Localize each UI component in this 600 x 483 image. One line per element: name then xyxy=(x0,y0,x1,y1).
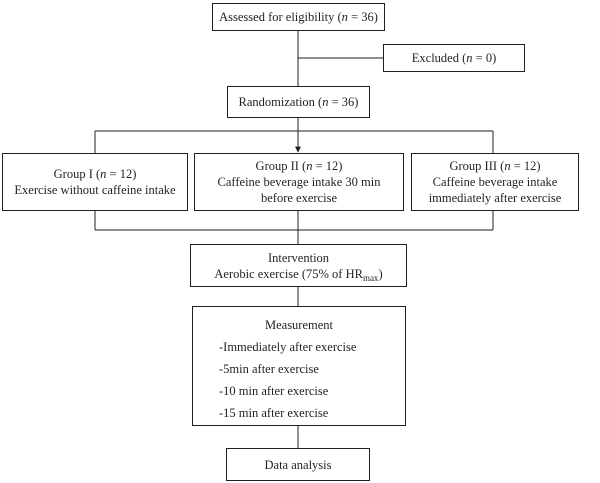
group-1-box: Group I (n = 12) Exercise without caffei… xyxy=(2,153,188,211)
intervention-description: Aerobic exercise (75% of HRmax) xyxy=(214,266,383,283)
data-analysis-box: Data analysis xyxy=(226,448,370,481)
group-3-description-line-2: immediately after exercise xyxy=(428,191,562,205)
group-3-title: Group III (n = 12) xyxy=(449,159,541,173)
group-2-description-line-2: before exercise xyxy=(261,191,337,205)
group-2-description-line-1: Caffeine beverage intake 30 min xyxy=(217,175,381,189)
intervention-title: Intervention xyxy=(267,250,330,265)
randomization-box: Randomization (n = 36) xyxy=(227,86,370,118)
data-analysis-label: Data analysis xyxy=(264,457,332,472)
measurement-box: Measurement -Immediately after exercise … xyxy=(192,306,406,426)
group-2-title: Group II (n = 12) xyxy=(255,159,343,173)
group-1-title: Group I (n = 12) xyxy=(53,167,137,181)
group-3-description-line-1: Caffeine beverage intake xyxy=(432,175,558,189)
measurement-item-10min: -10 min after exercise xyxy=(219,384,329,398)
assessed-for-eligibility-box: Assessed for eligibility (n = 36) xyxy=(212,3,385,31)
measurement-title: Measurement xyxy=(264,318,334,332)
assessed-label: Assessed for eligibility (n = 36) xyxy=(219,10,378,24)
measurement-item-15min: -15 min after exercise xyxy=(219,406,329,420)
measurement-item-5min: -5min after exercise xyxy=(219,362,319,376)
excluded-box: Excluded (n = 0) xyxy=(383,44,525,72)
excluded-label: Excluded (n = 0) xyxy=(411,51,497,65)
intervention-box: Intervention Aerobic exercise (75% of HR… xyxy=(190,244,407,287)
randomization-label: Randomization (n = 36) xyxy=(238,95,359,109)
group-1-description: Exercise without caffeine intake xyxy=(14,183,176,197)
group-2-box: Group II (n = 12) Caffeine beverage inta… xyxy=(194,153,404,211)
group-3-box: Group III (n = 12) Caffeine beverage int… xyxy=(411,153,579,211)
measurement-item-immediately: -Immediately after exercise xyxy=(219,340,357,354)
